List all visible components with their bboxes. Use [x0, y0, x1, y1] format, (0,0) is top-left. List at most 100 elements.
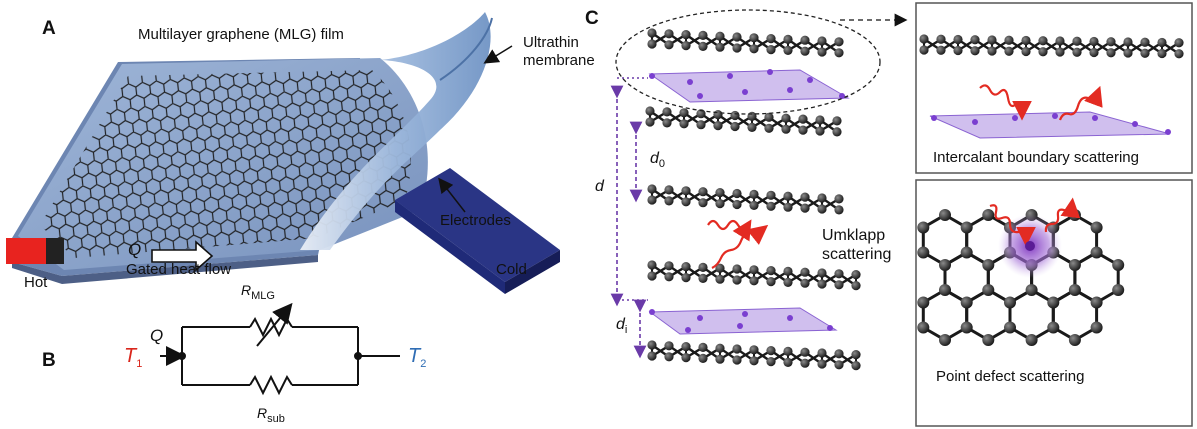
carbon-atom: [698, 187, 708, 197]
carbon-atom: [698, 198, 708, 208]
carbon-atom: [834, 269, 844, 279]
carbon-atom: [817, 36, 827, 46]
carbon-atom: [834, 205, 844, 215]
carbon-atom: [664, 185, 674, 195]
carbon-atom: [1112, 284, 1125, 296]
carbon-atom: [1090, 221, 1103, 234]
carbon-atom: [747, 122, 757, 132]
di-label: di: [616, 316, 627, 336]
intercalant-atom: [649, 73, 655, 79]
d-label: d: [595, 178, 604, 195]
carbon-atom: [783, 191, 793, 201]
carbon-atom: [647, 195, 657, 205]
carbon-atom: [1106, 37, 1116, 47]
carbon-atom: [781, 113, 791, 123]
carbon-atom: [817, 47, 827, 57]
carbon-atom: [1068, 209, 1081, 221]
carbon-atom: [960, 246, 973, 259]
carbon-atom: [1072, 47, 1082, 57]
carbon-atom: [970, 35, 980, 45]
intercalant-atom: [742, 311, 748, 317]
carbon-atom: [917, 321, 930, 334]
carbon-atom: [834, 360, 844, 370]
carbon-atom: [1090, 246, 1103, 259]
t2-main: T: [408, 345, 421, 367]
carbon-atom: [982, 284, 995, 296]
carbon-atom: [987, 46, 997, 56]
intercalant-atom: [787, 87, 793, 93]
hot-label: Hot: [24, 274, 48, 291]
carbon-atom: [800, 35, 810, 45]
carbon-atom: [982, 209, 995, 221]
carbon-atom: [800, 203, 810, 213]
carbon-atom: [647, 184, 657, 194]
electrodes-label: Electrodes: [440, 212, 511, 229]
cold-label: Cold: [496, 261, 527, 278]
carbon-atom: [732, 32, 742, 42]
carbon-atom: [800, 278, 810, 288]
carbon-atom: [732, 188, 742, 199]
zoom-graphene-layer: [919, 34, 1184, 59]
carbon-atom: [1004, 296, 1016, 309]
carbon-atom: [1038, 36, 1048, 46]
carbon-atom: [681, 29, 691, 40]
carbon-atom: [1090, 296, 1103, 309]
carbon-atom: [1112, 259, 1125, 271]
carbon-atom: [681, 41, 691, 51]
carbon-atom: [664, 29, 674, 39]
carbon-atom: [1055, 47, 1065, 57]
carbon-atom: [936, 34, 946, 44]
panel-b-circuit: [160, 302, 400, 396]
carbon-atom: [730, 121, 740, 132]
carbon-atom: [783, 346, 793, 356]
carbon-atom: [1047, 321, 1060, 334]
carbon-atom: [800, 267, 810, 277]
panel-label-b: B: [42, 350, 56, 371]
carbon-atom: [917, 221, 930, 234]
intercalant-plane-bottom: [648, 307, 838, 335]
carbon-atom: [1090, 321, 1103, 334]
intercalant-atom: [687, 79, 693, 85]
heat-flow-arrow: [151, 240, 214, 272]
intercalant-atom: [737, 323, 743, 329]
dimension-arrows: [610, 77, 648, 359]
carbon-atom: [698, 41, 708, 52]
carbon-atom: [715, 199, 725, 209]
t1-sub: 1: [136, 358, 143, 370]
carbon-atom: [817, 279, 827, 289]
di-main: d: [616, 316, 625, 333]
carbon-atom: [698, 342, 708, 352]
carbon-atom: [982, 334, 995, 346]
carbon-atom: [970, 46, 980, 56]
carbon-atom: [1140, 48, 1150, 58]
carbon-atom: [1174, 49, 1184, 59]
heat-flow-label: Gated heat flow: [126, 261, 232, 278]
intercalant-label: Intercalant boundary scattering: [933, 149, 1139, 166]
carbon-atom: [1047, 296, 1060, 309]
carbon-atom: [783, 357, 793, 367]
carbon-atom: [713, 110, 723, 120]
carbon-atom: [1089, 47, 1099, 58]
intercalant-atom: [685, 327, 691, 333]
carbon-atom: [939, 209, 951, 221]
carbon-atom: [919, 34, 929, 44]
carbon-atom: [647, 340, 657, 350]
carbon-atom: [679, 108, 689, 118]
electrodes-pointer: [438, 177, 466, 213]
carbon-atom: [1174, 38, 1184, 48]
carbon-atom: [749, 33, 759, 43]
intercalant-zoom-box: [915, 2, 1193, 174]
carbon-atom: [939, 284, 951, 296]
carbon-atom: [715, 274, 725, 284]
carbon-atom: [698, 353, 708, 363]
carbon-atom: [698, 30, 708, 40]
carbon-atom: [764, 112, 774, 122]
intercalant-atom: [767, 69, 773, 75]
carbon-atom: [817, 348, 827, 358]
carbon-atom: [766, 346, 776, 356]
carbon-atom: [832, 127, 842, 137]
intercalant-atom: [1092, 115, 1098, 121]
carbon-atom: [1068, 334, 1081, 346]
carbon-atom: [766, 266, 776, 276]
carbon-atom: [749, 356, 759, 366]
